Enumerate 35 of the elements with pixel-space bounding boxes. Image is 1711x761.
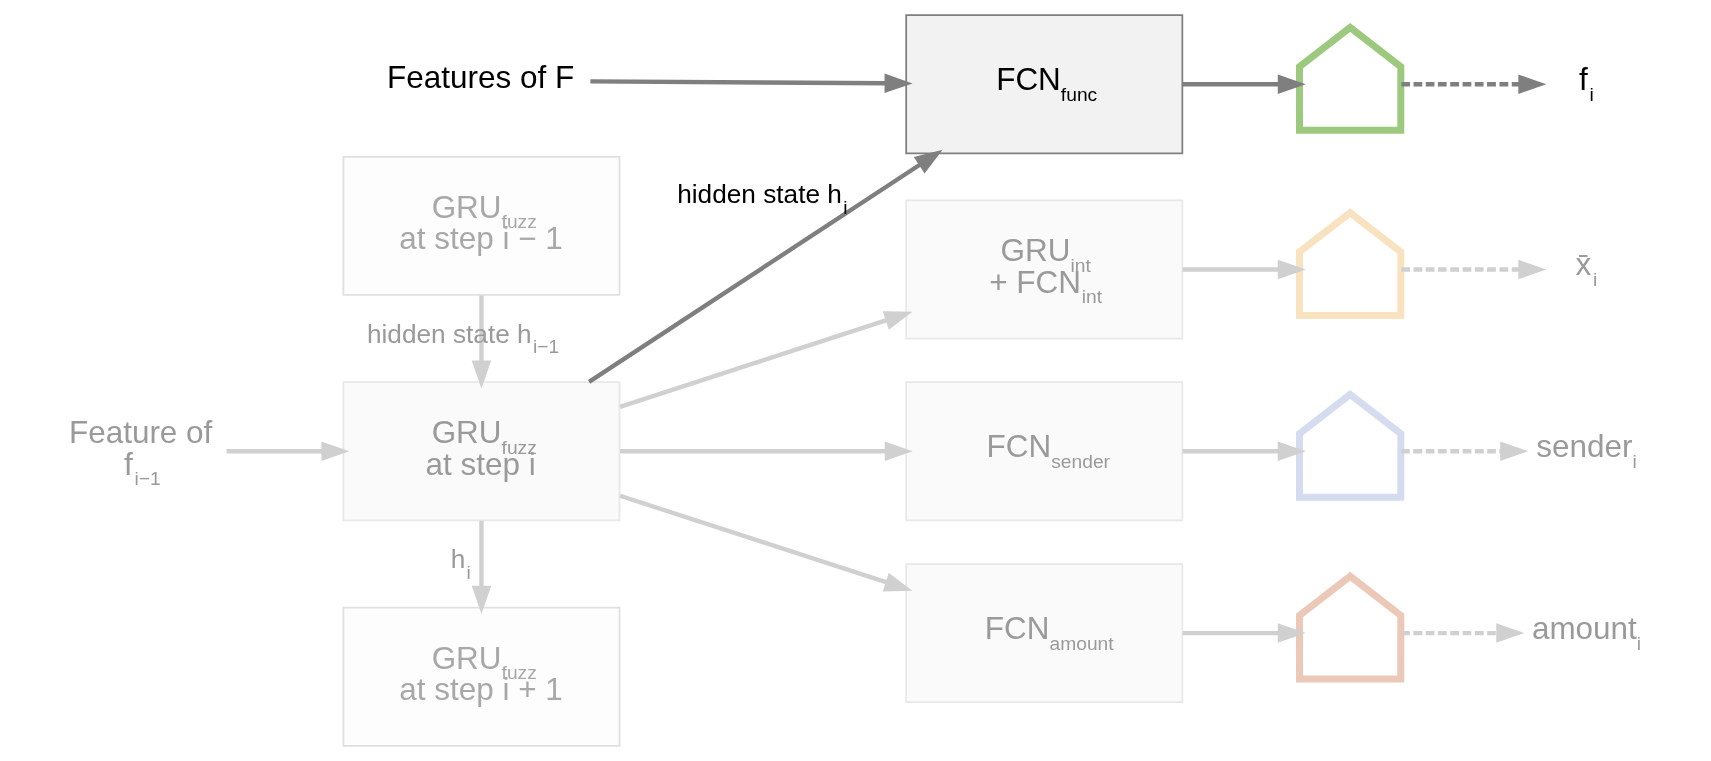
node-box: GRU$_{fuzz}$ at step i + 1 [342, 606, 621, 747]
edge-label: hidden state h$_{i}$ [677, 179, 848, 218]
node-box: FCN$_{func}$ [905, 14, 1184, 155]
arrow [1401, 259, 1547, 280]
arrow [1182, 441, 1306, 462]
arrow [620, 441, 913, 462]
arrow [587, 149, 943, 384]
node-box: FCN$_{sender}$ [905, 381, 1184, 522]
node-text: sender$_{i}$ [1536, 429, 1637, 472]
arrow [619, 311, 913, 409]
node-box: GRU$_{int}$ + FCN$_{int}$ [905, 199, 1184, 340]
node-curve [1295, 23, 1405, 134]
node-text: amount$_{i}$ [1531, 611, 1642, 654]
edge-label: h$_{i}$ [450, 544, 471, 583]
arrow [619, 493, 913, 592]
arrow [1182, 623, 1306, 643]
arrow [1401, 74, 1547, 95]
arrow [471, 520, 492, 614]
node-box: FCN$_{amount}$ [905, 563, 1184, 703]
node-curve [1295, 208, 1405, 319]
arrow [590, 73, 913, 94]
arrow [471, 295, 492, 389]
node-text: x̄$_{i}$ [1575, 247, 1598, 290]
arrow [1401, 441, 1529, 462]
node-curve [1295, 571, 1405, 683]
arrow [1182, 74, 1306, 95]
node-text: Features of F [387, 60, 575, 96]
node-box: GRU$_{fuzz}$ at step i − 1 [342, 155, 621, 296]
arrow [226, 441, 350, 462]
arrow [1182, 259, 1306, 280]
node-text: Feature of f$_{i−1}$ [68, 415, 213, 490]
arrow [1401, 623, 1525, 643]
node-curve [1295, 390, 1405, 501]
node-text: f$_{i}$ [1579, 62, 1594, 105]
edge-label: hidden state h$_{i−1}$ [366, 318, 560, 358]
